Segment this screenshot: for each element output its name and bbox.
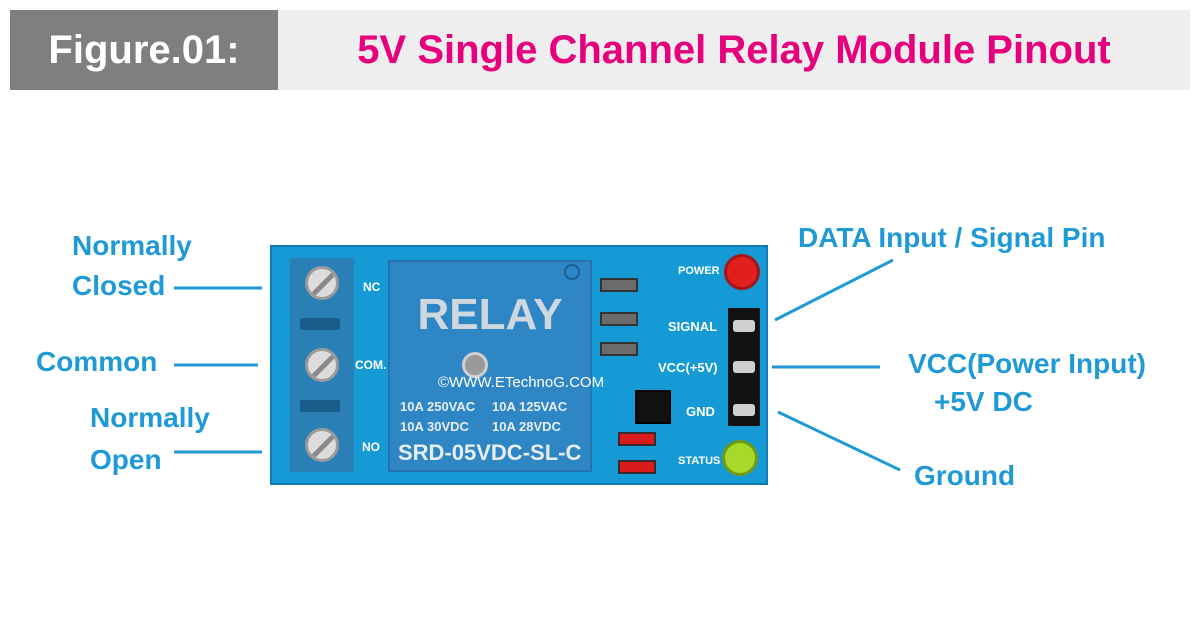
- transistor-chip: [635, 390, 671, 424]
- pin-label-vcc: VCC(+5V): [658, 360, 718, 375]
- smd-component: [600, 278, 638, 292]
- spec-line: 10A 28VDC: [492, 419, 561, 434]
- label-vcc: VCC(Power Input): [908, 348, 1146, 379]
- pin-label-com: COM.: [355, 358, 387, 372]
- mount-hole-icon: [564, 264, 580, 280]
- pin-label-signal: SIGNAL: [668, 319, 718, 334]
- resistor: [618, 460, 656, 474]
- watermark: ©WWW.ETechnoG.COM: [438, 374, 605, 391]
- relay-component: [388, 260, 592, 472]
- terminal-divider: [300, 318, 340, 330]
- smd-component: [600, 312, 638, 326]
- diagram-title: 5V Single Channel Relay Module Pinout: [357, 28, 1111, 72]
- label-normally-open-1: Normally: [90, 402, 210, 433]
- gnd-pin: [733, 404, 755, 416]
- power-led-label: POWER: [678, 265, 720, 277]
- label-normally-open-2: Open: [90, 444, 162, 475]
- status-led-label: STATUS: [678, 455, 721, 467]
- spec-line: 10A 125VAC: [492, 399, 568, 414]
- label-normally-closed-2: Closed: [72, 270, 166, 301]
- figure-label: Figure.01:: [10, 10, 278, 90]
- no-screw-icon: [305, 428, 339, 462]
- resistor: [618, 432, 656, 446]
- status-led-icon: [722, 440, 758, 476]
- spec-line: 10A 30VDC: [400, 419, 469, 434]
- label-ground: Ground: [914, 460, 1016, 491]
- nc-screw-icon: [305, 266, 339, 300]
- power-led-icon: [724, 254, 760, 290]
- pin-label-nc: NC: [363, 280, 381, 294]
- terminal-divider: [300, 400, 340, 412]
- label-data-input: DATA Input / Signal Pin: [798, 222, 1106, 253]
- vcc-pin: [733, 361, 755, 373]
- spec-line: 10A 250VAC: [400, 399, 476, 414]
- signal-line: [774, 258, 894, 322]
- smd-component: [600, 342, 638, 356]
- com-screw-icon: [305, 348, 339, 382]
- pin-label-no: NO: [362, 440, 380, 454]
- label-normally-closed-1: Normally: [72, 230, 192, 261]
- relay-hole-icon: [462, 352, 488, 378]
- signal-pin: [733, 320, 755, 332]
- label-common: Common: [36, 346, 158, 377]
- relay-title: RELAY: [417, 290, 563, 339]
- label-vcc-volts: +5V DC: [934, 386, 1033, 417]
- relay-model: SRD-05VDC-SL-C: [398, 440, 582, 465]
- gnd-line: [777, 410, 901, 472]
- pin-label-gnd: GND: [686, 404, 715, 419]
